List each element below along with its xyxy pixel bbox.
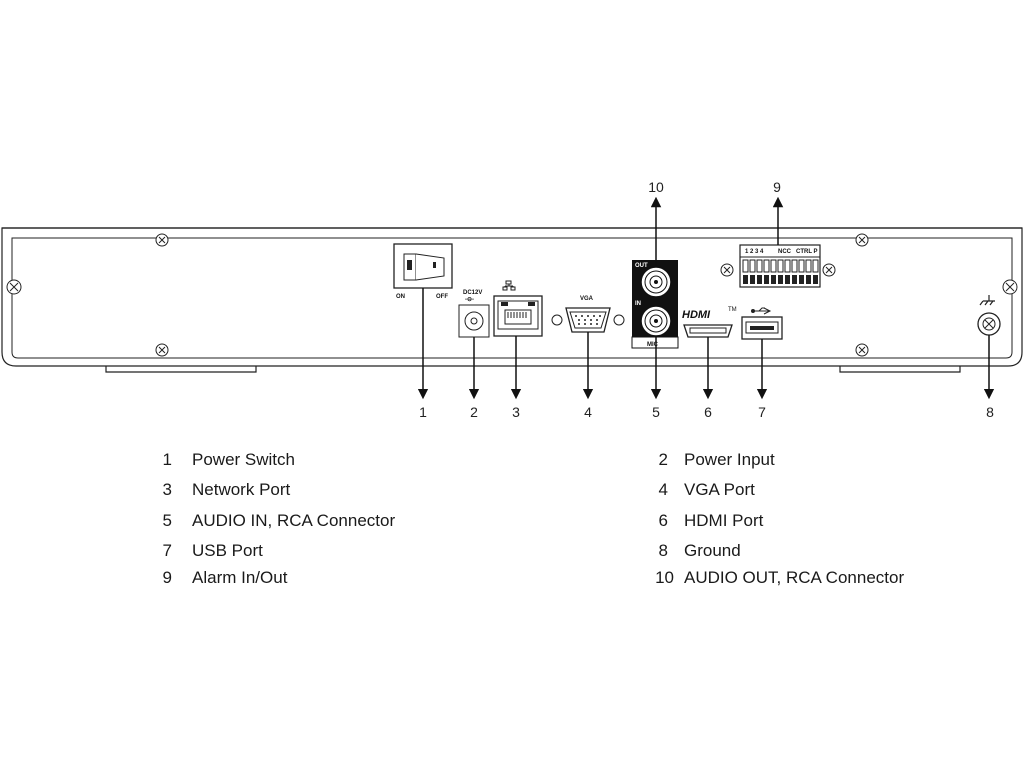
- power-switch: ON OFF: [393, 243, 453, 300]
- callout-arrows: [417, 196, 995, 400]
- usb-icon: [751, 307, 772, 315]
- hdmi-port: HDMI TM: [682, 307, 737, 338]
- audio-out-connector: [640, 266, 672, 298]
- screws: [6, 233, 1018, 357]
- screw-icon: [855, 343, 869, 357]
- usb-port: [741, 307, 783, 340]
- power-input-jack: DC12V -⊖-: [458, 290, 490, 338]
- callout-number: 3: [512, 404, 520, 420]
- screw-icon: [1002, 279, 1018, 295]
- callout-number: 1: [419, 404, 427, 420]
- screw-icon: [155, 233, 169, 247]
- vga-label: VGA: [580, 296, 594, 302]
- callout-number: 2: [470, 404, 478, 420]
- audio-in-label: IN: [635, 301, 641, 307]
- network-icon: [502, 280, 516, 291]
- alarm-ncc-label: NCC: [778, 249, 792, 255]
- callout-number: 9: [773, 179, 781, 195]
- callout-number: 4: [584, 404, 592, 420]
- callout-numbers: 1 2 3 4 5 6 7 8 9 10: [419, 179, 994, 420]
- network-port: [493, 280, 543, 337]
- screw-icon: [6, 279, 22, 295]
- power-on-label: ON: [396, 294, 405, 300]
- callout-number: 5: [652, 404, 660, 420]
- alarm-terminal-block: 1 2 3 4 NCC CTRL P: [739, 244, 821, 288]
- chassis: [1, 227, 1023, 373]
- power-off-label: OFF: [436, 294, 448, 300]
- callout-number: 8: [986, 404, 994, 420]
- mic-label: MIC: [647, 342, 659, 348]
- svg-text:TM: TM: [728, 307, 737, 313]
- vga-port: VGA: [551, 296, 625, 333]
- ground-icon: [979, 295, 995, 306]
- alarm-ctrl-label: CTRL P: [796, 249, 818, 255]
- screw-icon: [855, 233, 869, 247]
- alarm-inputs-label: 1 2 3 4: [745, 249, 764, 255]
- audio-out-label: OUT: [635, 263, 648, 269]
- dc12v-label: DC12V: [463, 290, 482, 296]
- callout-number: 6: [704, 404, 712, 420]
- screw-icon: [822, 263, 836, 277]
- audio-in-connector: [640, 305, 672, 337]
- callout-number: 10: [648, 179, 664, 195]
- svg-text:-⊖-: -⊖-: [465, 297, 474, 303]
- callout-number: 7: [758, 404, 766, 420]
- audio-rca-block: OUT IN MIC: [631, 260, 679, 349]
- hdmi-label: HDMI: [682, 309, 711, 321]
- screw-icon: [720, 263, 734, 277]
- ground-terminal: [977, 295, 1001, 336]
- screw-icon: [155, 343, 169, 357]
